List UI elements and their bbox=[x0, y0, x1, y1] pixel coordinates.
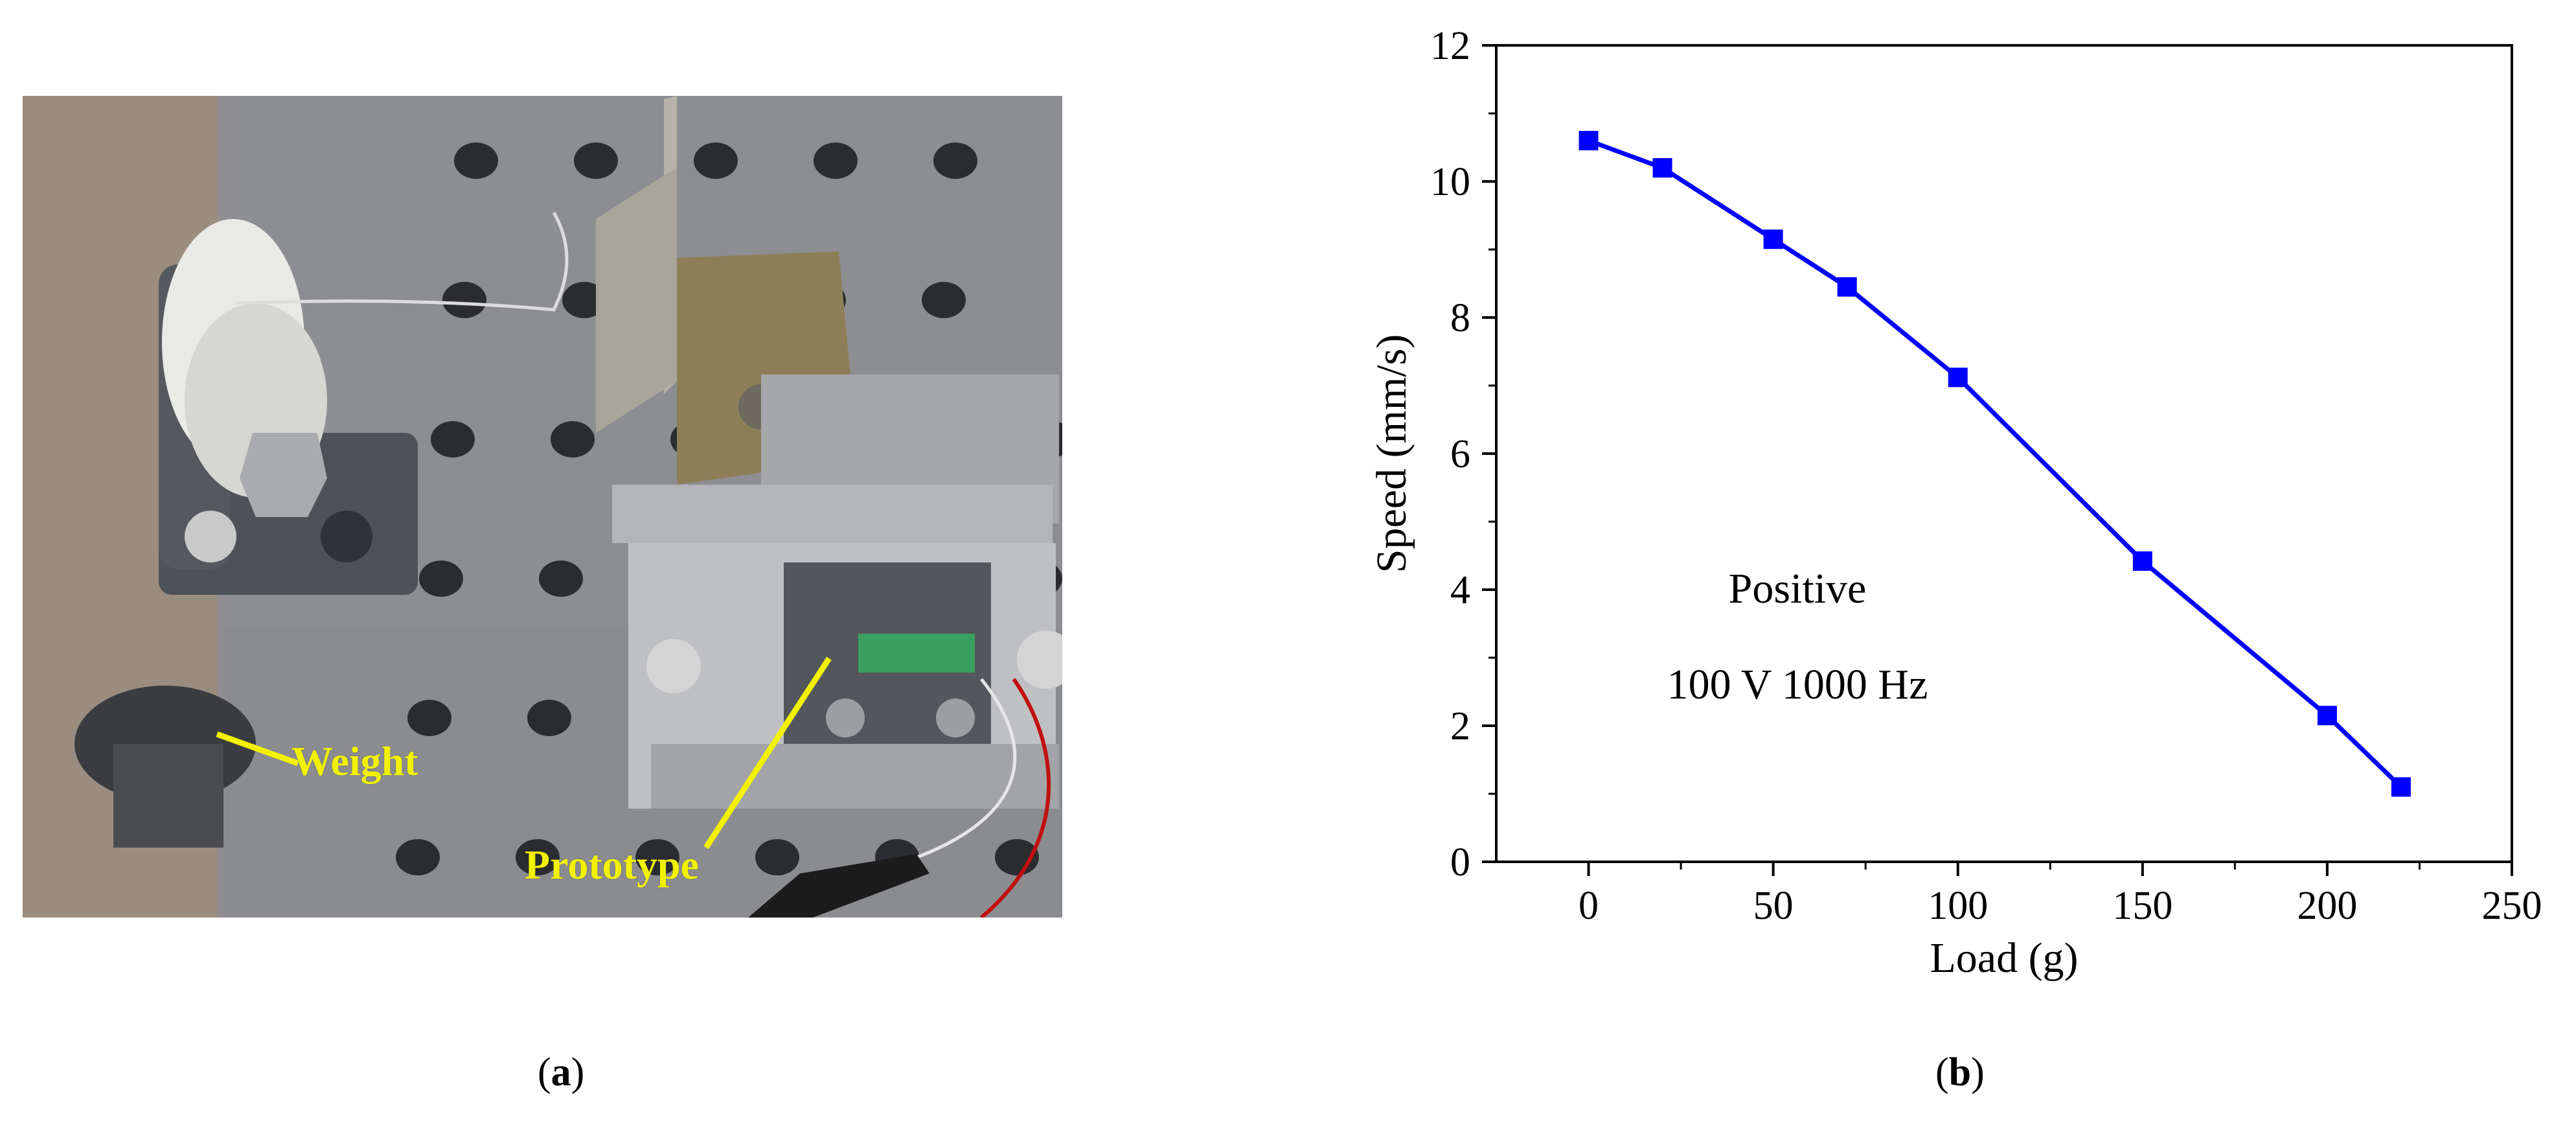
weight-callout-line bbox=[216, 731, 299, 767]
data-point bbox=[1579, 131, 1599, 150]
prototype-callout-line bbox=[703, 656, 832, 849]
breadboard-hole bbox=[516, 839, 560, 875]
breadboard-hole bbox=[431, 421, 475, 457]
annotation-positive: Positive bbox=[1729, 565, 1867, 612]
breadboard-hole bbox=[396, 839, 440, 875]
breadboard-hole bbox=[454, 143, 498, 179]
breadboard-hole bbox=[562, 282, 606, 318]
y-axis: 0 2 4 6 8 10 12 bbox=[1430, 24, 1496, 884]
data-point bbox=[1948, 367, 1968, 387]
series-line bbox=[1588, 138, 2403, 789]
alligator-clip bbox=[748, 854, 929, 918]
x-tick-label: 150 bbox=[2112, 884, 2172, 928]
x-tick-label: 0 bbox=[1579, 884, 1599, 928]
breadboard-hole bbox=[574, 143, 618, 179]
breadboard-hole bbox=[814, 143, 858, 179]
breadboard-hole bbox=[551, 421, 595, 457]
breadboard-hole bbox=[539, 560, 583, 597]
y-tick-label: 6 bbox=[1450, 432, 1470, 476]
breadboard-hole bbox=[933, 143, 977, 179]
y-tick-label: 8 bbox=[1450, 296, 1470, 340]
caption-b: (b) bbox=[1935, 1050, 1985, 1094]
annotation-drive-conditions: 100 V 1000 Hz bbox=[1667, 661, 1928, 708]
breadboard-hole bbox=[922, 282, 966, 318]
y-tick-label: 12 bbox=[1430, 24, 1470, 68]
series-layer bbox=[1579, 131, 2411, 797]
caption-a: (a) bbox=[538, 1050, 585, 1094]
x-tick-label: 50 bbox=[1753, 884, 1794, 928]
data-point bbox=[1837, 277, 1857, 297]
y-tick-label: 10 bbox=[1430, 160, 1470, 204]
data-point bbox=[2391, 777, 2411, 797]
y-tick-label: 2 bbox=[1450, 704, 1470, 748]
y-axis-title: Speed (mm/s) bbox=[1368, 334, 1415, 573]
breadboard-hole bbox=[407, 700, 451, 736]
pulley-nut bbox=[240, 433, 327, 517]
breadboard-hole bbox=[419, 560, 463, 597]
breadboard-hole bbox=[694, 143, 738, 179]
load-string bbox=[236, 211, 569, 312]
breadboard-hole bbox=[442, 282, 486, 318]
x-axis-title: Load (g) bbox=[1930, 934, 2078, 982]
plot-frame bbox=[1495, 44, 2513, 863]
data-point bbox=[1652, 158, 1672, 178]
data-point bbox=[1763, 229, 1783, 249]
photo-illustration bbox=[23, 96, 1062, 918]
data-point bbox=[2132, 551, 2152, 571]
data-point bbox=[2317, 706, 2337, 726]
red-wire bbox=[980, 678, 1051, 918]
x-axis: 0 50 100 150 200 250 bbox=[1579, 862, 2542, 928]
x-tick-label: 100 bbox=[1928, 884, 1988, 928]
breadboard-hole bbox=[527, 700, 571, 736]
breadboard-hole bbox=[635, 839, 679, 875]
y-tick-label: 4 bbox=[1450, 568, 1470, 612]
prototype-photo: Weight Prototype bbox=[23, 96, 1062, 918]
y-tick-label: 0 bbox=[1450, 840, 1470, 884]
x-tick-label: 200 bbox=[2297, 884, 2357, 928]
piezo-element bbox=[858, 634, 975, 673]
x-tick-label: 250 bbox=[2482, 884, 2542, 928]
breadboard-hole bbox=[755, 839, 799, 875]
weight-label: Weight bbox=[291, 738, 418, 784]
prototype-label: Prototype bbox=[525, 842, 699, 888]
